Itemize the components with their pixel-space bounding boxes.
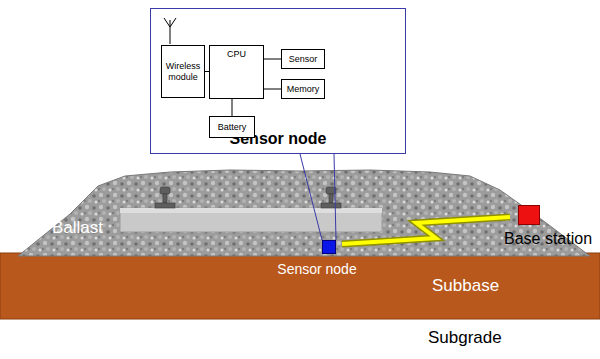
rail-left: [155, 187, 175, 208]
node-text: Sensor: [289, 54, 318, 64]
node-text: Base station: [498, 230, 598, 248]
wireless-bolt: [342, 217, 510, 244]
sensor-node-marker: Sensor node: [262, 240, 372, 277]
rail-right: [321, 187, 341, 208]
sleeper-top: [120, 208, 382, 213]
node-text: Wireless module: [164, 61, 202, 82]
module-box: Sensor: [281, 49, 325, 69]
node-shape: [322, 240, 336, 254]
wire-connector: [232, 99, 233, 116]
node-shape: [518, 205, 540, 225]
wire-connector: [264, 59, 281, 60]
subbase-band: [0, 253, 600, 319]
layer-label: Subbase: [432, 276, 499, 296]
node-text: Memory: [287, 84, 320, 94]
module-box: Wireless module: [161, 45, 205, 98]
wire-connector: [264, 89, 281, 90]
antenna-symbol: [164, 18, 176, 44]
layer-label: Subgrade: [428, 328, 502, 348]
sleeper: [120, 208, 382, 232]
node-text: Battery: [218, 122, 247, 132]
module-box: Battery: [209, 116, 255, 138]
callout-line: [300, 154, 322, 240]
layer-label: Ballast: [52, 218, 103, 238]
callout-box: Sensor nodeWireless moduleCPUSensorMemor…: [150, 8, 406, 154]
node-text: Sensor node: [262, 261, 372, 277]
callout-line: [334, 154, 336, 240]
node-text: CPU: [227, 49, 246, 59]
module-box: Memory: [281, 79, 325, 99]
cpu-box: CPU: [209, 45, 264, 99]
base-station: Base station: [498, 205, 598, 248]
